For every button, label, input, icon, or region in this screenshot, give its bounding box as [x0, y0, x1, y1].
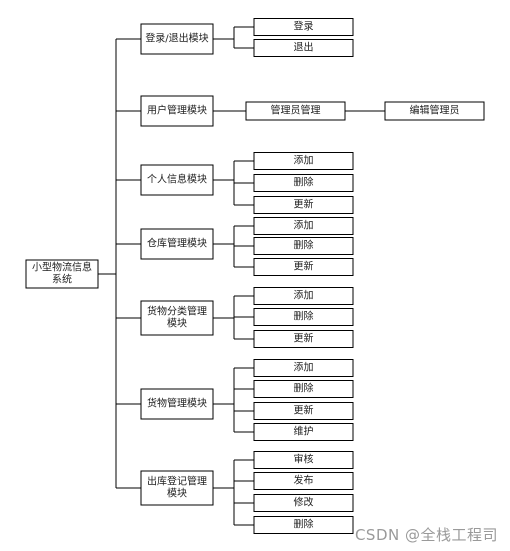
child-6-4-label: 维护: [294, 425, 314, 438]
child-6-3-box: [253, 402, 354, 420]
child-6-4-box: [253, 423, 354, 441]
child-7-2-box: [253, 472, 354, 490]
child-1-1-box: [253, 18, 354, 36]
child-4-3-box: [253, 258, 354, 276]
child-1-1: 登录: [253, 18, 354, 36]
child-4-1-label: 添加: [294, 219, 314, 232]
child-4-2-label: 删除: [294, 239, 314, 252]
module-1-label: 登录/退出模块: [145, 32, 208, 45]
module-2-label: 用户管理模块: [147, 104, 207, 117]
child-5-3: 更新: [253, 330, 354, 348]
child-6-1: 添加: [253, 359, 354, 377]
module-3: 个人信息模块: [140, 164, 214, 196]
child-6-2-label: 删除: [294, 382, 314, 395]
child-7-4-box: [253, 516, 354, 534]
module-6: 货物管理模块: [140, 388, 214, 420]
child-1-2: 退出: [253, 39, 354, 57]
child-5-1: 添加: [253, 287, 354, 305]
child-4-3: 更新: [253, 258, 354, 276]
child-3-3: 更新: [253, 196, 354, 214]
child-7-1-box: [253, 451, 354, 469]
child-4-2-box: [253, 237, 354, 255]
child-7-3-box: [253, 494, 354, 512]
child-4-2: 删除: [253, 237, 354, 255]
module-1-box: [140, 23, 214, 55]
module-4-label: 仓库管理模块: [147, 237, 207, 250]
child-5-2-label: 删除: [294, 310, 314, 323]
module-3-label: 个人信息模块: [147, 173, 207, 186]
child-7-1: 审核: [253, 451, 354, 469]
module-7-box: [140, 470, 214, 506]
child-2-1-box: [245, 101, 346, 121]
child-3-3-box: [253, 196, 354, 214]
child-3-2: 删除: [253, 174, 354, 192]
child-3-2-label: 删除: [294, 176, 314, 189]
child-1-2-label: 退出: [294, 41, 314, 54]
child-5-2-box: [253, 308, 354, 326]
child-3-1: 添加: [253, 152, 354, 170]
module-4-box: [140, 228, 214, 260]
module-7-label: 模块: [167, 488, 187, 500]
child-2-1-label: 管理员管理: [271, 104, 321, 117]
module-1: 登录/退出模块: [140, 23, 214, 55]
module-7-label: 出库登记管理: [147, 475, 207, 488]
grandchild-2-label: 编辑管理员: [410, 104, 460, 117]
module-6-label: 货物管理模块: [147, 397, 207, 410]
child-7-3: 修改: [253, 494, 354, 512]
module-6-box: [140, 388, 214, 420]
child-5-3-box: [253, 330, 354, 348]
child-1-2-box: [253, 39, 354, 57]
child-7-2-label: 发布: [294, 474, 314, 487]
child-6-1-box: [253, 359, 354, 377]
module-3-box: [140, 164, 214, 196]
child-6-4: 维护: [253, 423, 354, 441]
watermark: CSDN @全栈工程司: [354, 526, 498, 544]
module-5-label: 模块: [167, 318, 187, 330]
module-5-box: [140, 300, 214, 336]
child-1-1-label: 登录: [294, 20, 314, 33]
child-6-3-label: 更新: [294, 404, 314, 417]
child-4-1: 添加: [253, 217, 354, 235]
root-system-box: [25, 259, 99, 289]
child-6-3: 更新: [253, 402, 354, 420]
module-2-box: [140, 95, 214, 127]
child-5-3-label: 更新: [294, 332, 314, 345]
root-system-label: 小型物流信息: [32, 261, 92, 274]
child-4-3-label: 更新: [294, 260, 314, 273]
child-7-1-label: 审核: [294, 453, 314, 466]
module-5-label: 货物分类管理: [147, 305, 207, 318]
child-7-4: 删除: [253, 516, 354, 534]
module-4: 仓库管理模块: [140, 228, 214, 260]
child-4-1-box: [253, 217, 354, 235]
grandchild-2: 编辑管理员: [384, 101, 485, 121]
child-3-3-label: 更新: [294, 198, 314, 211]
module-2: 用户管理模块: [140, 95, 214, 127]
child-7-2: 发布: [253, 472, 354, 490]
child-3-1-label: 添加: [294, 154, 314, 167]
root-system-label: 系统: [52, 273, 72, 286]
child-5-1-box: [253, 287, 354, 305]
grandchild-2-box: [384, 101, 485, 121]
child-6-2-box: [253, 380, 354, 398]
child-7-4-label: 删除: [294, 518, 314, 531]
child-3-2-box: [253, 174, 354, 192]
child-5-1-label: 添加: [294, 289, 314, 302]
child-3-1-box: [253, 152, 354, 170]
connector-lines: [98, 26, 385, 526]
child-5-2: 删除: [253, 308, 354, 326]
child-2-1: 管理员管理: [245, 101, 346, 121]
child-7-3-label: 修改: [294, 496, 314, 509]
child-6-1-label: 添加: [294, 361, 314, 374]
child-6-2: 删除: [253, 380, 354, 398]
